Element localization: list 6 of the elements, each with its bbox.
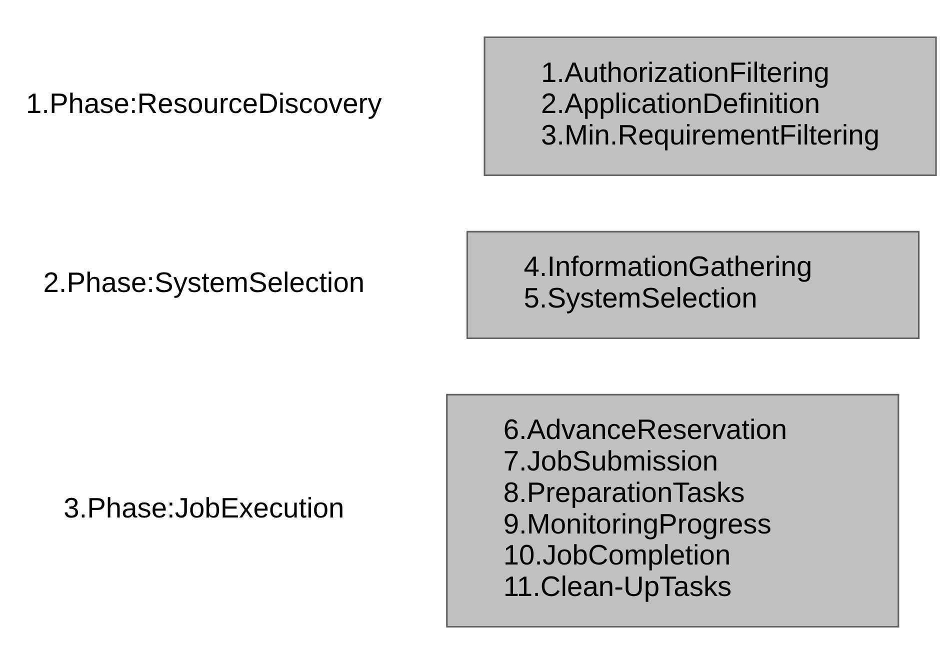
node-box: 1.AuthorizationFiltering 2.ApplicationDefinition 3.Min.RequirementFiltering [484, 36, 937, 176]
node-label: 3.Phase:JobExecution [64, 492, 344, 524]
node-label: 2.Phase:SystemSelection [43, 266, 365, 298]
node-label: 1.Phase:ResourceDiscovery [26, 87, 382, 120]
node-box: 6.AdvanceReservation 7.JobSubmission 8.PreparationTasks 9.MonitoringProgress 10.JobCompletion 11.Clean-UpTasks [446, 394, 900, 628]
node-box: 4.InformationGathering 5.SystemSelection [466, 230, 920, 340]
